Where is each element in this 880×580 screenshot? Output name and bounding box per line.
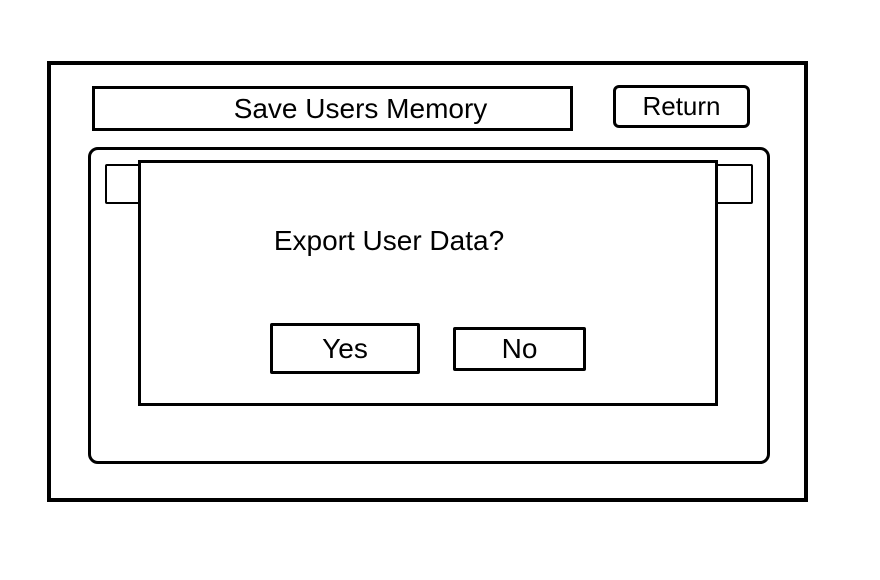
export-confirm-dialog: Export User Data? Yes No bbox=[138, 160, 718, 406]
dialog-message: Export User Data? bbox=[273, 225, 505, 256]
return-button-label: Return bbox=[642, 91, 721, 121]
yes-button[interactable]: Yes bbox=[270, 323, 420, 374]
no-button-label: No bbox=[501, 333, 538, 364]
page-title-box: Save Users Memory bbox=[92, 86, 573, 131]
no-button[interactable]: No bbox=[453, 327, 586, 371]
yes-button-label: Yes bbox=[322, 332, 368, 364]
return-button[interactable]: Return bbox=[613, 85, 750, 128]
page-title: Save Users Memory bbox=[233, 92, 488, 124]
